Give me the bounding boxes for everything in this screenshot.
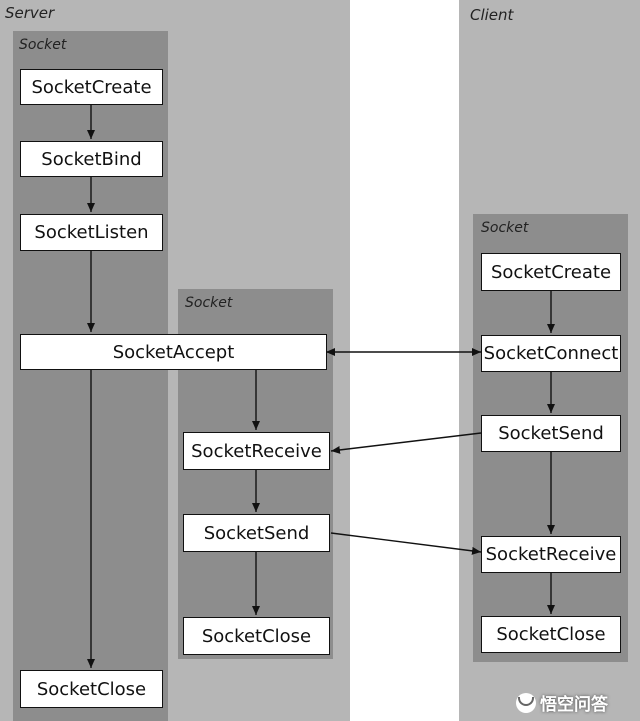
server-socket-bind: SocketBind xyxy=(20,141,163,177)
client-socket-send: SocketSend xyxy=(481,415,621,452)
server-socket-listen: SocketListen xyxy=(20,214,163,251)
client-socket-receive: SocketReceive xyxy=(481,536,621,573)
server-socket-accept: SocketAccept xyxy=(20,334,327,370)
child-socket-close: SocketClose xyxy=(183,617,330,655)
client-socket-close: SocketClose xyxy=(481,616,621,653)
child-socket-send: SocketSend xyxy=(183,514,330,552)
watermark-text: 悟空问答 xyxy=(540,695,608,715)
server-socket-close: SocketClose xyxy=(20,670,163,708)
server-socket-group-label: Socket xyxy=(19,37,67,53)
wukong-logo-icon xyxy=(516,692,536,713)
arrow-client-send-to-child-receive xyxy=(330,432,482,454)
server-socket-create: SocketCreate xyxy=(20,69,163,105)
client-socket-connect: SocketConnect xyxy=(481,335,621,372)
watermark: 悟空问答 xyxy=(516,690,608,715)
client-socket-group-label: Socket xyxy=(481,220,529,236)
server-lane-label: Server xyxy=(5,4,55,22)
child-socket-group-label: Socket xyxy=(185,295,233,311)
client-lane-label: Client xyxy=(470,6,514,24)
child-socket-receive: SocketReceive xyxy=(183,432,330,470)
client-socket-create: SocketCreate xyxy=(481,253,621,291)
arrow-child-send-to-client-receive xyxy=(330,532,482,555)
